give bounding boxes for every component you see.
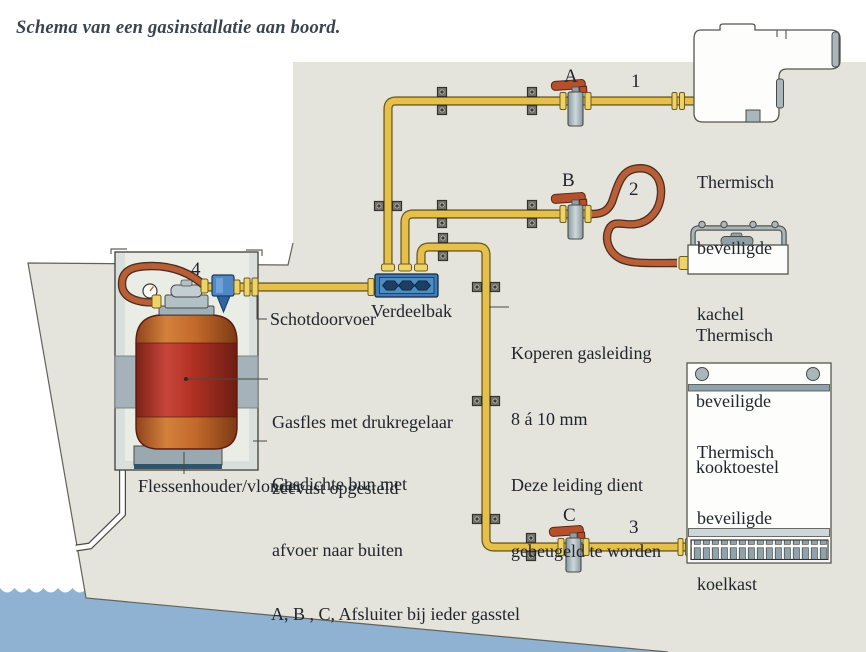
- heater-coupling: [671, 92, 685, 110]
- distribution-box: [367, 263, 439, 298]
- cooker-label-line2: beveiligde: [696, 391, 771, 411]
- platform-shadow: [134, 464, 222, 469]
- cooker: [687, 220, 789, 275]
- water: [0, 588, 668, 652]
- pressure-gauge: [142, 283, 158, 299]
- cooker-label-line1: Thermisch: [696, 325, 773, 345]
- cooker-label: Thermisch beveiligde kooktoestel: [696, 280, 779, 500]
- copper-note-line1: Koperen gasleiding: [511, 343, 652, 363]
- locker-label-line2: afvoer naar buiten: [272, 540, 403, 560]
- bottle-label: Gasfles met drukregelaar zeevast opgeste…: [272, 367, 453, 521]
- copper-note-line2: 8 á 10 mm: [511, 409, 588, 429]
- marker-2: 2: [629, 179, 639, 200]
- fridge-label: Thermisch beveiligde koelkast: [697, 397, 774, 617]
- heater-label-line3: kachel: [697, 304, 744, 324]
- marker-3: 3: [629, 517, 639, 538]
- locker-label-line1: Gasdichte bun met: [272, 474, 407, 494]
- copper-pipe-note: Koperen gasleiding 8 á 10 mm Deze leidin…: [511, 298, 661, 584]
- marker-4: 4: [191, 259, 201, 280]
- bulkhead-coupling: [243, 277, 259, 297]
- fridge-vent-grille: [690, 539, 829, 561]
- legend: A, B , C, Afsluiter bij ieder gasstel 1 …: [271, 553, 520, 652]
- cooker-label-line3: kooktoestel: [696, 457, 779, 477]
- copper-note-line3: Deze leiding dient: [511, 475, 643, 495]
- heater-label: Thermisch beveiligde kachel: [697, 127, 774, 347]
- heater: [693, 23, 841, 123]
- fridge-label-line1: Thermisch: [697, 442, 774, 462]
- locker-rim-ticks: [110, 248, 263, 256]
- pressure-regulator: [149, 279, 215, 316]
- fridge-label-line3: koelkast: [697, 574, 757, 594]
- platform-label: Flessenhouder/vlonder: [138, 476, 302, 496]
- diagram-title: Schema van een gasinstallatie aan boord.: [16, 18, 341, 38]
- bulkhead-fitting: [211, 274, 241, 314]
- supply-hose-4: [117, 261, 209, 309]
- bulkhead-label: Schotdoorvoer: [270, 309, 376, 329]
- valve-b-label: B: [562, 170, 575, 191]
- copper-note-line4: gebeugeld te worden: [511, 541, 661, 561]
- marker-1: 1: [631, 71, 641, 92]
- pipe-run-3-fridge: [416, 242, 690, 552]
- fridge: [686, 362, 832, 564]
- drain-pipe-inner: [75, 466, 125, 551]
- locker-label: Gasdichte bun met afvoer naar buiten: [272, 429, 407, 583]
- heater-label-line2: beveiligde: [697, 238, 772, 258]
- heater-label-line1: Thermisch: [697, 172, 774, 192]
- fridge-label-line2: beveiligde: [697, 508, 772, 528]
- hose-loop-2: [591, 164, 678, 268]
- distribution-box-label: Verdeelbak: [371, 301, 452, 321]
- valve-c-label: C: [563, 505, 576, 526]
- legend-line1: A, B , C, Afsluiter bij ieder gasstel: [271, 604, 520, 624]
- bottle-clamp-right: [235, 355, 259, 409]
- bottle-label-line1: Gasfles met drukregelaar: [272, 412, 453, 432]
- pipe-run-1-heater: [383, 96, 697, 268]
- pipe-run-2-cooker: [400, 209, 592, 268]
- valve-a-label: A: [564, 66, 578, 87]
- bottle-label-line2: zeevast opgesteld: [272, 478, 399, 498]
- bottle-clamp-left: [114, 355, 138, 409]
- leader-lines: [183, 295, 509, 474]
- gas-bottle: [135, 314, 238, 450]
